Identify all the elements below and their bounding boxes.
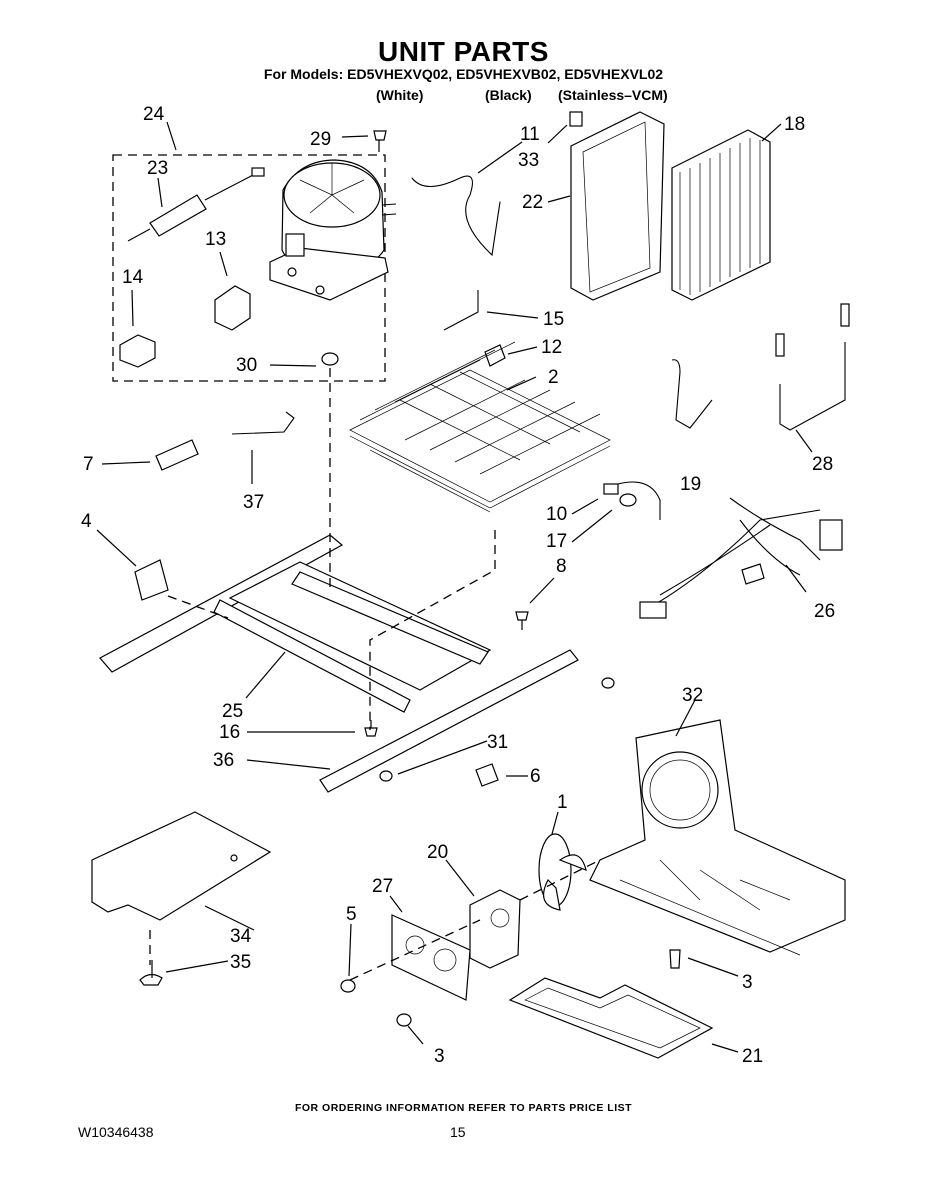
callout-12: 12 — [541, 337, 562, 358]
bracket-27-drawing — [391, 914, 471, 1001]
alignment-line-clip — [167, 595, 229, 619]
drain-tube-7-drawing — [155, 439, 199, 471]
callout-3-bracket: 3 — [434, 1046, 445, 1067]
variant-stainless: (Stainless–VCM) — [558, 87, 668, 103]
callout-30: 30 — [236, 355, 257, 376]
callout-34: 34 — [230, 926, 252, 947]
leader-lines — [96, 121, 813, 1053]
callout-31: 31 — [487, 732, 508, 753]
cover-22-drawing — [569, 111, 665, 301]
screw-3b-drawing — [669, 949, 681, 969]
compressor-drawing — [269, 159, 397, 301]
screw-3a-drawing — [396, 1013, 412, 1027]
clip-4-drawing — [134, 559, 169, 601]
callout-1: 1 — [557, 792, 568, 813]
clip-12-drawing — [484, 344, 506, 367]
evaporator-2-drawing — [349, 341, 611, 513]
screw-8-drawing — [515, 611, 529, 630]
callout-25: 25 — [222, 701, 243, 722]
screw-5-drawing — [340, 979, 356, 993]
heater-19-drawing — [671, 359, 713, 429]
callout-8: 8 — [556, 556, 567, 577]
models-line: For Models: ED5VHEXVQ02, ED5VHEXVB02, ED… — [263, 66, 664, 82]
callout-36: 36 — [213, 750, 234, 771]
callout-33: 33 — [518, 150, 539, 171]
callout-11: 11 — [520, 124, 540, 145]
callout-28: 28 — [812, 454, 833, 475]
fan-motor-20-drawing — [469, 889, 521, 969]
callout-26: 26 — [814, 601, 835, 622]
callout-16: 16 — [219, 722, 240, 743]
callout-5: 5 — [346, 904, 357, 925]
screw-31-drawing — [379, 770, 393, 782]
callout-4: 4 — [81, 511, 92, 532]
wire-harness-26-drawing — [639, 497, 843, 619]
tube-11-drawing — [411, 175, 501, 257]
condenser-18-drawing — [671, 129, 771, 301]
callout-22: 22 — [522, 192, 543, 213]
fan-blade-1-drawing — [538, 833, 587, 911]
callout-32: 32 — [682, 685, 703, 706]
callout-21: 21 — [742, 1046, 763, 1067]
tube-28-drawing — [775, 303, 850, 431]
callout-10: 10 — [546, 504, 567, 525]
callout-37: 37 — [243, 492, 264, 513]
callout-35: 35 — [230, 952, 251, 973]
compressor-assembly-outline — [112, 154, 386, 382]
overload-drawing — [119, 334, 156, 368]
screw-16-drawing — [364, 720, 378, 737]
callout-17: 17 — [546, 531, 567, 552]
frame-25-drawing — [99, 534, 492, 713]
callout-24: 24 — [143, 104, 165, 125]
grommet-drawing — [321, 352, 339, 366]
callout-18: 18 — [784, 114, 805, 135]
callout-labels: 24 29 11 33 18 23 22 13 14 15 12 30 2 7 … — [81, 104, 835, 1067]
callout-6: 6 — [530, 766, 541, 787]
callout-15: 15 — [543, 309, 564, 330]
callout-14: 14 — [122, 267, 144, 288]
insulation-34-drawing — [91, 811, 272, 921]
callout-23: 23 — [147, 158, 168, 179]
callout-20: 20 — [427, 842, 448, 863]
ordering-note: FOR ORDERING INFORMATION REFER TO PARTS … — [294, 1102, 633, 1114]
drier-drawing — [127, 167, 265, 242]
callout-13: 13 — [205, 229, 226, 250]
screw-29-drawing — [373, 130, 387, 152]
alignment-line-shroud — [149, 859, 601, 981]
screw-rail-drawing — [601, 677, 615, 689]
relay-drawing — [214, 285, 251, 331]
variant-white: (White) — [376, 87, 424, 103]
page-title: UNIT PARTS — [378, 36, 549, 67]
rail-31-drawing — [319, 649, 579, 793]
page-number: 15 — [450, 1124, 466, 1140]
damper-6-drawing — [475, 763, 499, 787]
fan-shroud-32-drawing — [589, 719, 846, 956]
variant-black: (Black) — [485, 87, 532, 103]
alignment-line-evaporator — [369, 530, 496, 730]
callout-19: 19 — [680, 474, 701, 495]
tube-15-drawing — [443, 290, 479, 331]
callout-3-shroud: 3 — [742, 972, 753, 993]
callout-27: 27 — [372, 876, 393, 897]
drain-pan-21-drawing — [508, 977, 714, 1059]
screw-35-drawing — [139, 960, 163, 986]
document-number: W10346438 — [78, 1124, 154, 1140]
defrost-thermostat-drawing — [603, 481, 661, 520]
callout-2: 2 — [548, 367, 559, 388]
wire-37-drawing — [231, 411, 295, 435]
callout-29: 29 — [310, 129, 331, 150]
callout-7: 7 — [83, 454, 94, 475]
